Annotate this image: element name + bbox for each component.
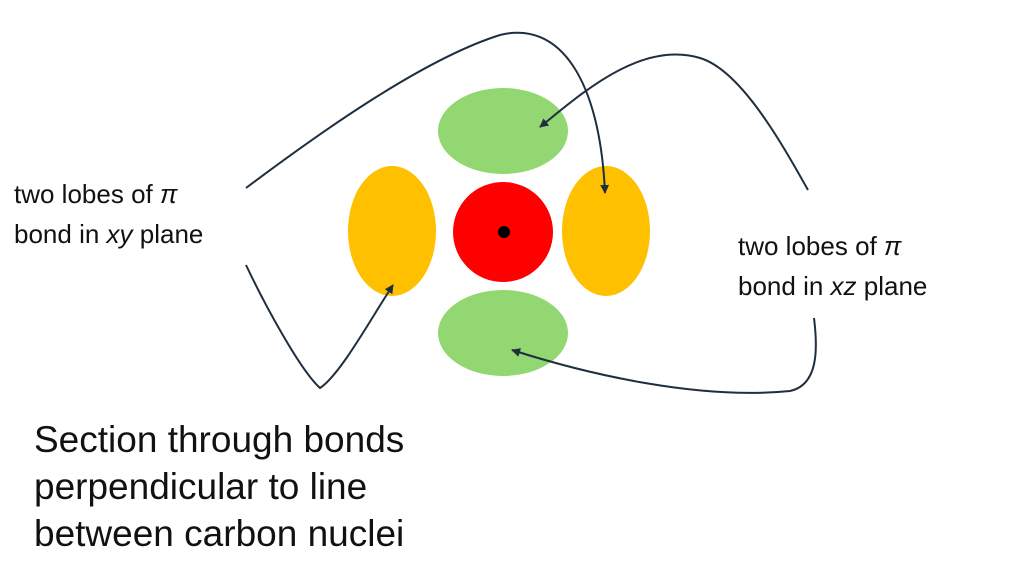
xy-lobe-left bbox=[348, 166, 436, 296]
arrow-xy-to-left-lobe bbox=[245, 264, 394, 390]
pi-symbol: π bbox=[883, 231, 902, 261]
carbon-nucleus-dot bbox=[498, 226, 510, 238]
label-xz-line-1: two lobes of π bbox=[738, 231, 902, 261]
label-xy-plane-lobes: two lobes of π bond in xy plane bbox=[14, 174, 203, 254]
caption-line-3: between carbon nuclei bbox=[34, 513, 405, 554]
xy-lobe-right bbox=[562, 166, 650, 296]
label-xz-line-2: bond in xz plane bbox=[738, 271, 928, 301]
arrow-xz-to-top-lobe bbox=[539, 53, 809, 191]
label-xy-line-1: two lobes of π bbox=[14, 179, 178, 209]
caption-line-2: perpendicular to line bbox=[34, 466, 368, 507]
diagram-caption: Section through bonds perpendicular to l… bbox=[34, 416, 404, 557]
arrow-xy-to-right-lobe bbox=[245, 31, 610, 194]
label-xz-plane-lobes: two lobes of π bond in xz plane bbox=[738, 226, 927, 306]
label-xy-line-2: bond in xy plane bbox=[14, 219, 204, 249]
plane-name-xz: xz bbox=[830, 271, 857, 301]
pi-symbol: π bbox=[159, 179, 178, 209]
xz-lobe-top bbox=[438, 88, 568, 174]
plane-name-xy: xy bbox=[106, 219, 133, 249]
caption-line-1: Section through bonds bbox=[34, 419, 405, 460]
arrow-xz-to-bottom-lobe bbox=[511, 317, 817, 394]
xz-lobe-bottom bbox=[438, 290, 568, 376]
